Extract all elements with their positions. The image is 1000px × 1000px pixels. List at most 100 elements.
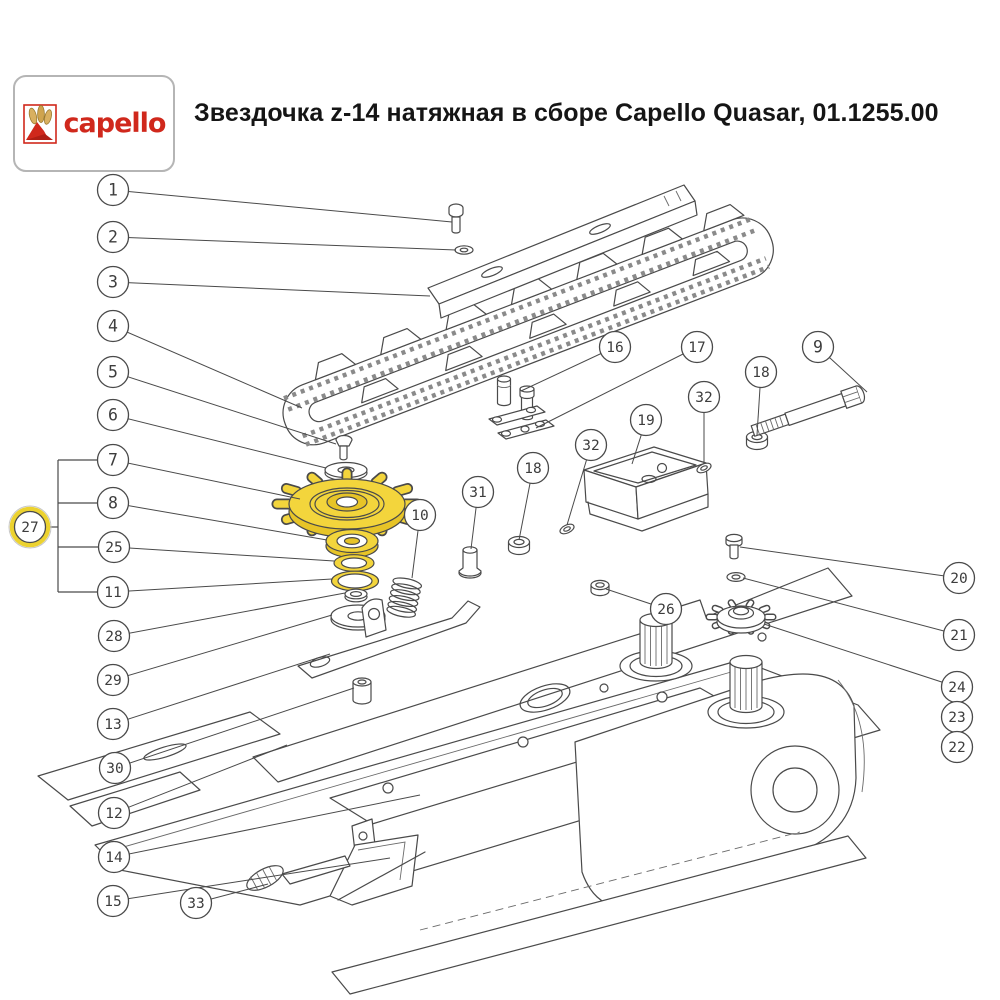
splined-shaft-right [707, 654, 785, 729]
callout-number-13: 13 [104, 717, 121, 733]
callout-circle-30 [98, 751, 132, 785]
callout-number-32: 32 [695, 390, 712, 406]
callout-leader-28 [113, 592, 346, 637]
callout-number-17: 17 [688, 340, 705, 356]
bracket-27 [46, 459, 98, 593]
callout-circle-2 [96, 220, 130, 254]
spring-10 [386, 577, 423, 618]
callout-number-6: 6 [108, 406, 118, 425]
callout-circle-22 [940, 730, 974, 764]
callout-leader-1 [112, 189, 453, 223]
capello-logo: capello [13, 75, 175, 172]
callout-circle-19 [629, 403, 663, 437]
callout-number-3: 3 [108, 273, 118, 292]
callout-leader-12 [113, 744, 288, 814]
sprocket-24 [705, 599, 777, 635]
screw-1 [448, 203, 464, 234]
callout-number-12: 12 [105, 806, 122, 822]
callout-number-31: 31 [469, 485, 486, 501]
callout-leader-3 [112, 281, 431, 297]
washer-32-left [559, 523, 575, 535]
callout-number-29: 29 [104, 673, 121, 689]
callout-number-7: 7 [108, 451, 118, 470]
callout-number-25: 25 [105, 540, 122, 556]
callout-circle-26 [649, 592, 683, 626]
callout-circle-11 [96, 575, 130, 609]
bottom-rail [331, 831, 867, 995]
callout-number-23: 23 [948, 710, 965, 726]
callout-circle-16 [598, 330, 632, 364]
callout-circle-21 [942, 618, 976, 652]
callout-number-16: 16 [606, 340, 623, 356]
callout-circle-9 [801, 330, 835, 364]
callout-circle-7 [96, 443, 130, 477]
callout-number-19: 19 [637, 413, 654, 429]
bracket-33 [246, 818, 426, 906]
callout-number-15: 15 [104, 894, 121, 910]
wear-rail [427, 184, 698, 319]
washer-21 [726, 571, 746, 582]
callout-highlight-outline [8, 505, 52, 549]
callout-circle-20 [942, 561, 976, 595]
callout-circle-10 [403, 498, 437, 532]
callout-leader-29 [112, 614, 333, 681]
callout-circle-27 [13, 510, 47, 544]
callout-leader-15 [112, 857, 391, 902]
callout-number-24: 24 [948, 680, 966, 696]
callout-circle-29 [96, 663, 130, 697]
ring-25 [333, 554, 375, 572]
callout-circle-28 [97, 619, 131, 653]
tensioner-arm-13 [297, 598, 481, 679]
nut-18-lower [507, 535, 531, 556]
callout-number-32: 32 [582, 438, 599, 454]
callout-number-1: 1 [108, 181, 118, 200]
callout-leader-24 [763, 623, 958, 688]
callout-circle-18 [744, 355, 778, 389]
callout-number-27: 27 [21, 520, 38, 536]
callout-number-26: 26 [657, 602, 674, 618]
screw-5 [335, 434, 353, 461]
callout-number-20: 20 [950, 571, 967, 587]
splined-shaft-left [619, 612, 693, 682]
callout-number-10: 10 [411, 508, 428, 524]
callout-leader-7 [112, 459, 301, 500]
callout-circle-4 [96, 309, 130, 343]
callout-leader-25 [113, 546, 335, 562]
callout-circle-33 [179, 886, 213, 920]
callout-circle-8 [96, 486, 130, 520]
gathering-chain [282, 203, 774, 447]
logo-wordmark: capello [63, 108, 167, 139]
capello-corn-icon [22, 103, 57, 144]
callout-circle-17 [680, 330, 714, 364]
bolt-20 [725, 533, 743, 560]
callout-circle-18 [516, 451, 550, 485]
callout-number-4: 4 [108, 317, 118, 336]
washer-2 [454, 245, 474, 255]
callout-number-2: 2 [108, 228, 118, 247]
callout-leader-14 [113, 794, 421, 858]
callout-circle-5 [96, 355, 130, 389]
callout-number-33: 33 [187, 896, 204, 912]
nut-26 [590, 579, 610, 597]
callout-circle-31 [461, 475, 495, 509]
callout-number-28: 28 [105, 629, 122, 645]
callout-leader-4 [112, 325, 303, 409]
callout-number-5: 5 [108, 363, 118, 382]
ring-28 [344, 588, 368, 603]
callout-circle-1 [96, 173, 130, 207]
callout-circle-32 [574, 428, 608, 462]
callout-number-18: 18 [524, 461, 541, 477]
callout-leader-30 [114, 687, 355, 769]
callout-circle-14 [97, 840, 131, 874]
sprocket-z14 [271, 467, 423, 541]
callout-leader-21 [742, 577, 960, 636]
callout-leader-20 [739, 546, 960, 579]
gearbox [574, 612, 865, 908]
chain-pin-16 [496, 375, 512, 407]
callout-circle-25 [97, 530, 131, 564]
callout-leader-2 [112, 236, 457, 251]
callout-number-18: 18 [752, 365, 769, 381]
chain-links [488, 405, 555, 440]
callout-circle-32 [687, 380, 721, 414]
